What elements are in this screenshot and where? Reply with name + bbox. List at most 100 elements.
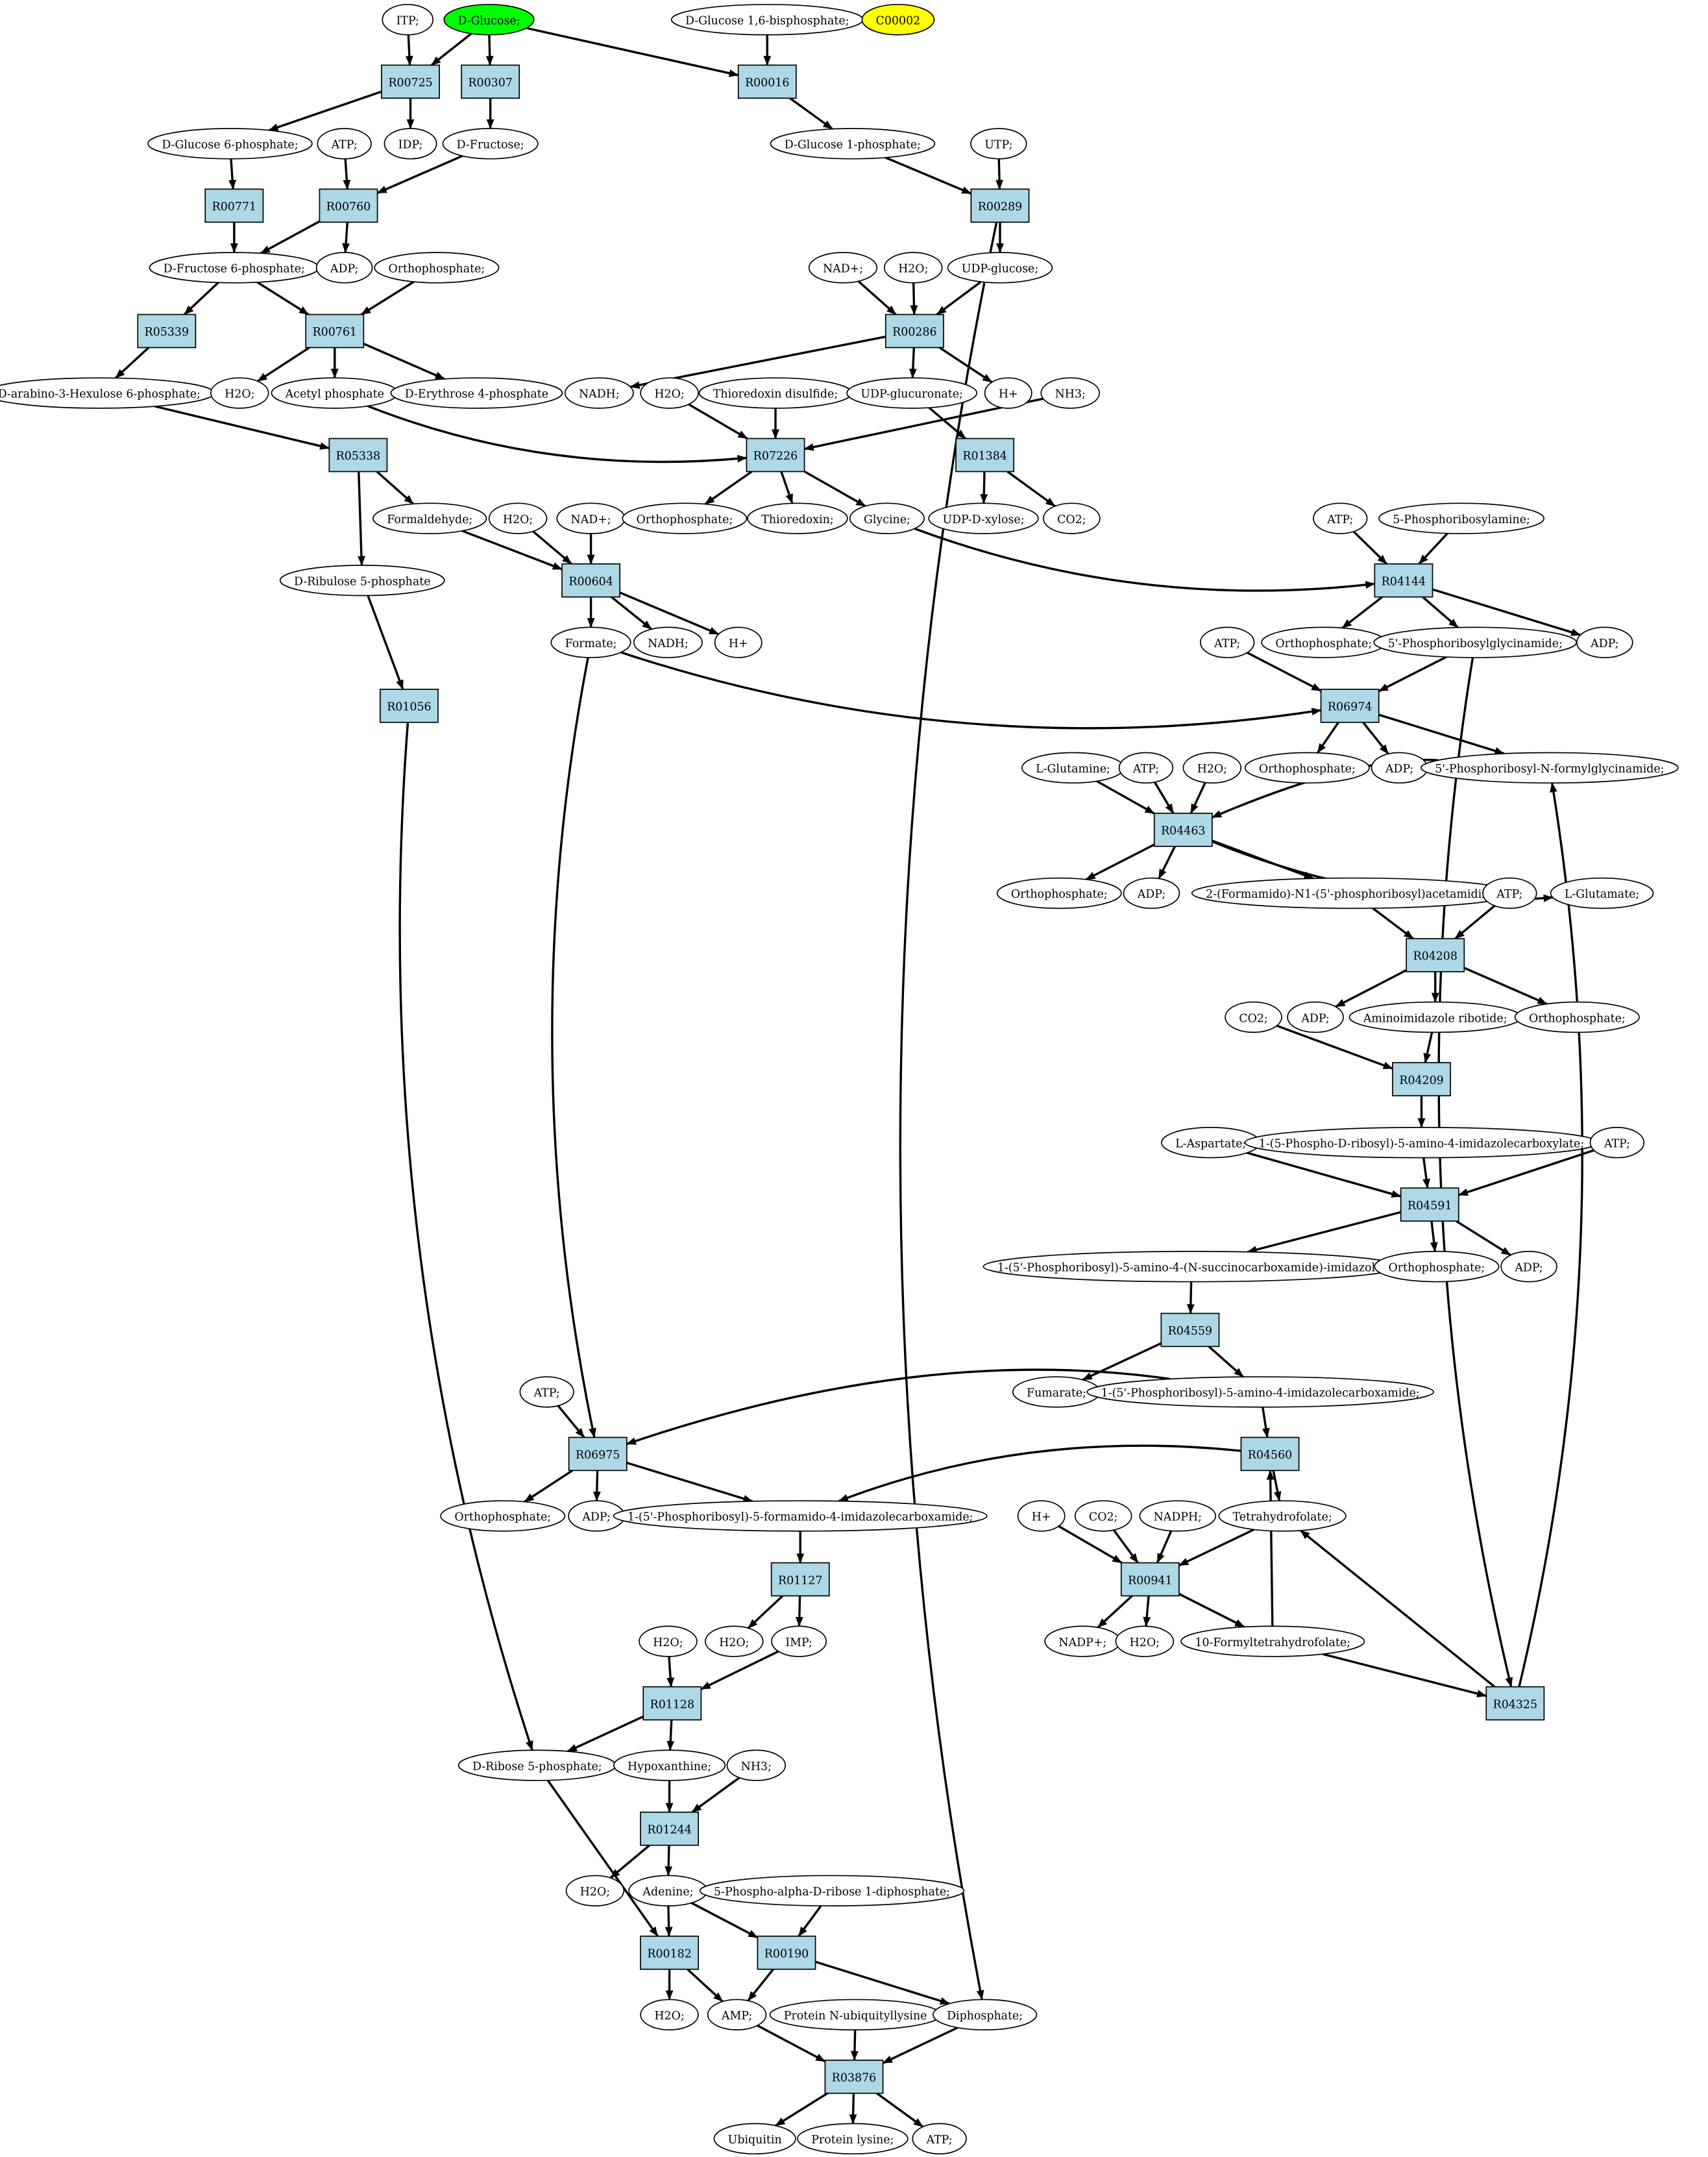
compound-node-atp-a: ATP; <box>317 128 372 160</box>
compound-ellipse <box>1244 752 1370 784</box>
reaction-node-r04209: R04209 <box>1392 1062 1451 1096</box>
compound-label: NADP+; <box>1058 1636 1106 1649</box>
edge-amp-to-r03876 <box>757 2024 826 2063</box>
reaction-label: R00725 <box>388 77 432 90</box>
reaction-label: R04560 <box>1248 1449 1292 1462</box>
compound-label: Ubiquitin <box>728 2134 782 2147</box>
compound-label: 1-(5-Phospho-D-ribosyl)-5-amino-4-imidaz… <box>1259 1137 1584 1150</box>
edge-gly-to-r04144 <box>914 527 1376 592</box>
edge-aicar-to-r04560 <box>1262 1407 1270 1438</box>
compound-label: H2O; <box>580 1886 610 1899</box>
compound-ellipse <box>726 1749 787 1781</box>
compound-node-nadh-b: NADH; <box>633 626 703 658</box>
reaction-node-r06974: R06974 <box>1320 689 1380 723</box>
compound-node-adp-b: ADP; <box>1576 626 1633 658</box>
reaction-box <box>824 2059 884 2094</box>
edge-fthf-to-r04325 <box>1322 1653 1487 1697</box>
compound-label: Orthophosphate; <box>1529 1012 1626 1025</box>
reaction-box <box>1120 1562 1180 1597</box>
compound-ellipse <box>622 502 748 534</box>
compound-ellipse <box>443 4 535 36</box>
compound-ellipse <box>565 1875 625 1906</box>
reaction-label: R03876 <box>832 2072 876 2085</box>
compound-label: UDP-glucuronate; <box>860 388 963 401</box>
edge-r04591-to-pi-g <box>1430 1220 1438 1252</box>
reaction-box <box>381 64 440 99</box>
edge-r05339-to-hu6p <box>114 347 150 379</box>
compound-node-ade: Adenine; <box>628 1875 708 1906</box>
reaction-label: R05339 <box>145 326 189 339</box>
compound-node-h2o-h: H2O; <box>1115 1625 1175 1657</box>
compound-label: Orthophosphate; <box>1011 888 1108 901</box>
edge-atp-b-to-r04144 <box>1352 530 1387 565</box>
edge-r01056-to-r5p <box>398 722 533 1751</box>
edge-fru-to-r00760 <box>376 154 463 194</box>
edge-r05338-to-hcho <box>376 471 415 505</box>
compound-ellipse <box>1287 1001 1344 1033</box>
edge-g6p-to-r00771 <box>228 158 237 190</box>
compound-label: CO2; <box>1057 513 1086 526</box>
compound-label: Aminoimidazole ribotide; <box>1363 1012 1507 1025</box>
reaction-label: R07226 <box>753 450 798 463</box>
compound-label: ADP; <box>330 263 358 276</box>
compound-label: H2O; <box>654 2010 684 2023</box>
compound-label: D-Fructose; <box>457 139 524 152</box>
compound-label: 5-Phospho-alpha-D-ribose 1-diphosphate; <box>714 1886 950 1899</box>
compound-node-pubk: Protein N-ubiquityllysine <box>769 1999 942 2030</box>
compound-node-atp-b: ATP; <box>1313 502 1368 534</box>
edge-atp-e-to-r04208 <box>1454 905 1496 940</box>
compound-ellipse <box>808 252 878 284</box>
compound-label: CO2; <box>1239 1012 1268 1025</box>
compound-ellipse <box>1074 1500 1132 1532</box>
compound-ellipse <box>849 502 925 534</box>
compound-ellipse <box>770 128 936 160</box>
compound-ellipse <box>1514 1001 1640 1033</box>
compound-label: H2O; <box>653 1636 683 1649</box>
edge-r01128-to-r5p <box>567 1715 644 1753</box>
compound-node-gar: 5'-Phosphoribosylglycinamide; <box>1373 626 1578 658</box>
compound-label: H+ <box>729 637 748 650</box>
reaction-box <box>1374 563 1434 598</box>
edge-r00016-to-g1p <box>789 97 833 130</box>
reaction-node-r04559: R04559 <box>1160 1313 1220 1348</box>
compound-node-r5p: D-Ribose 5-phosphate; <box>458 1749 616 1781</box>
compound-ellipse <box>1182 752 1242 784</box>
reaction-node-r07226: R07226 <box>746 438 805 473</box>
reaction-box <box>884 314 944 349</box>
compound-ellipse <box>932 1999 1038 2030</box>
compound-ellipse <box>613 1500 988 1532</box>
compound-label: ADP; <box>581 1511 610 1524</box>
compound-label: Formate; <box>565 637 617 650</box>
node-layer: ITP;D-Glucose;D-Glucose 1,6-bisphosphate… <box>0 4 1679 2155</box>
compound-label: Acetyl phosphate <box>285 388 384 401</box>
edge-r01244-to-h2o-i <box>609 1844 651 1879</box>
reaction-label: R06975 <box>576 1449 620 1462</box>
reaction-node-r04144: R04144 <box>1374 563 1434 598</box>
compound-ellipse <box>1576 626 1633 658</box>
edge-r05338-to-ru5p <box>357 471 365 566</box>
edge-cair-to-r04591 <box>1422 1157 1430 1189</box>
compound-label: ATP; <box>331 139 358 152</box>
compound-node-glc: D-Glucose; <box>443 4 535 36</box>
compound-label: ADP; <box>1137 888 1165 901</box>
compound-label: 1-(5'-Phosphoribosyl)-5-amino-4-(N-succi… <box>997 1261 1385 1274</box>
edge-r04325-to-fgar <box>1518 782 1583 1688</box>
compound-node-hyp: Hypoxanthine; <box>613 1749 726 1781</box>
reaction-box <box>1485 1686 1545 1721</box>
edge-r00286-to-hplus-a <box>938 347 993 384</box>
compound-label: UTP; <box>984 139 1012 152</box>
reaction-node-r00190: R00190 <box>757 1935 816 1970</box>
compound-node-g6p: D-Glucose 6-phosphate; <box>147 128 313 160</box>
compound-ellipse <box>1420 752 1679 784</box>
compound-ellipse <box>317 128 372 160</box>
reaction-label: R01128 <box>650 1698 694 1711</box>
edge-co2-b-to-r04209 <box>1276 1024 1393 1070</box>
edge-r00604-to-hplus-b <box>619 591 720 635</box>
compound-ellipse <box>1500 1251 1557 1283</box>
compound-ellipse <box>640 1999 699 2030</box>
compound-node-glu: L-Glutamate; <box>1550 877 1654 909</box>
reaction-box <box>568 1436 628 1472</box>
edge-nh3-b-to-r01244 <box>691 1777 740 1814</box>
compound-ellipse <box>928 502 1039 534</box>
compound-ellipse <box>1313 502 1368 534</box>
